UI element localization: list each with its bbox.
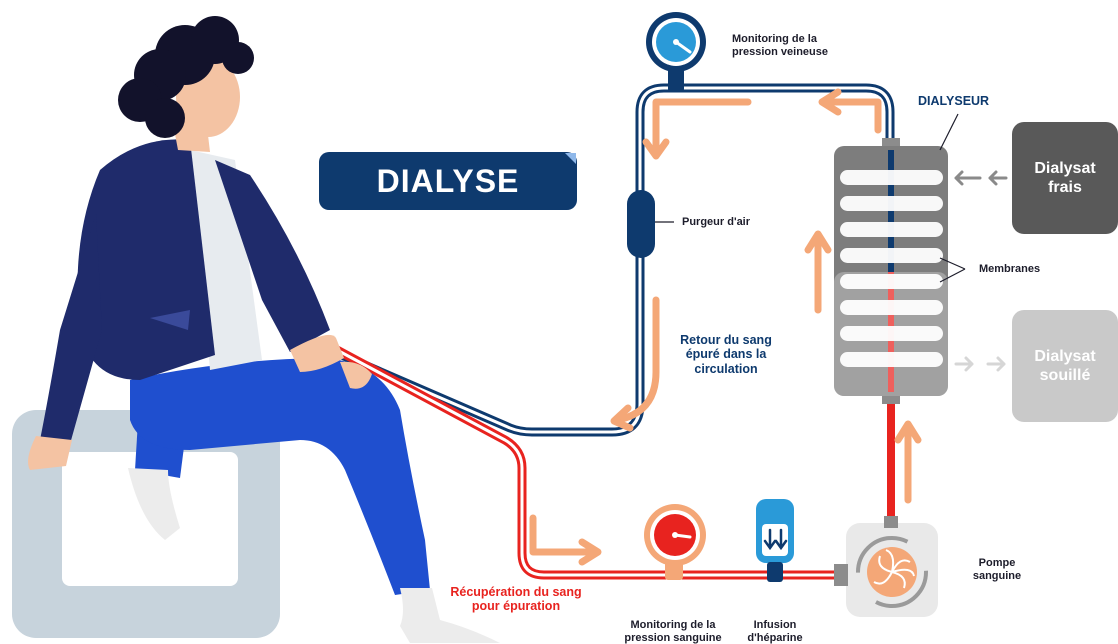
heparin-infusion-device bbox=[756, 499, 794, 582]
venous-pressure-gauge bbox=[646, 12, 706, 92]
title-badge: DIALYSE bbox=[320, 153, 576, 209]
label-monitoring-pression-veineuse: Monitoring de la pression veineuse bbox=[732, 33, 828, 58]
dialysate-arrows bbox=[954, 170, 1008, 372]
dialysat-frais-box: Dialysat frais bbox=[1012, 122, 1118, 234]
tubing bbox=[317, 83, 895, 580]
label-purgeur-air: Purgeur d'air bbox=[682, 216, 751, 228]
label-retour-sang: Retour du sang épuré dans la circulation bbox=[680, 333, 772, 376]
label-pompe-sanguine: Pompe sanguine bbox=[972, 557, 1022, 582]
label-dialyseur: DIALYSEUR bbox=[918, 94, 990, 108]
air-trap bbox=[627, 190, 655, 258]
dialysat-souille-label: Dialysat souillé bbox=[1034, 347, 1096, 384]
membranes bbox=[840, 170, 943, 367]
label-infusion-heparine: Infusion d'héparine bbox=[747, 619, 803, 644]
blood-pump bbox=[834, 516, 938, 617]
label-monitoring-pression-sanguine: Monitoring de la pression sanguine bbox=[624, 619, 722, 644]
leader-lines bbox=[655, 113, 966, 283]
label-recuperation-sang: Récupération du sang pour épuration bbox=[450, 585, 582, 614]
dialysat-frais-label: Dialysat frais bbox=[1034, 159, 1096, 196]
arterial-pressure-gauge bbox=[644, 504, 706, 580]
flow-arrows bbox=[529, 88, 922, 566]
dialyzer bbox=[834, 138, 948, 404]
dialysat-souille-box: Dialysat souillé bbox=[1012, 310, 1118, 422]
title-badge-corner bbox=[565, 153, 576, 164]
label-membranes: Membranes bbox=[979, 263, 1041, 275]
patient-figure bbox=[28, 16, 500, 643]
diagram-title: DIALYSE bbox=[376, 163, 520, 199]
